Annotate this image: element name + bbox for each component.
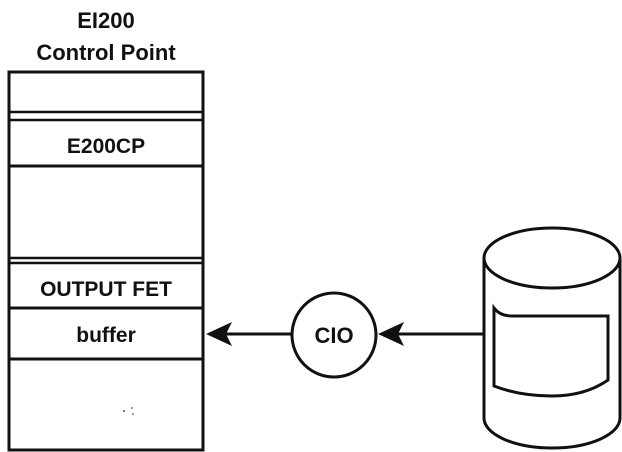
cio-circle — [290, 291, 378, 379]
arrowhead-icon — [206, 322, 232, 346]
section-label-output-fet: OUTPUT FET — [40, 278, 172, 301]
scan-speck — [132, 413, 134, 415]
cylinder-label-window — [492, 303, 610, 398]
arrowhead-icon — [378, 322, 404, 346]
memory-block-outline — [7, 70, 205, 452]
title-line-1: EI200 — [77, 8, 135, 33]
arrow-disk-to-cio — [378, 322, 484, 346]
section-label-e200cp: E200CP — [67, 135, 145, 158]
section-dividers — [9, 110, 203, 361]
section-label-buffer: buffer — [76, 324, 136, 347]
arrow-cio-to-buffer — [206, 322, 292, 346]
cio-label: CIO — [314, 323, 353, 348]
scan-speck — [131, 407, 133, 409]
scan-speck — [123, 410, 125, 412]
cio-node: CIO — [290, 291, 378, 379]
title-line-2: Control Point — [36, 40, 176, 65]
disk-cylinder-icon — [482, 226, 622, 450]
cylinder-body — [482, 258, 622, 450]
cylinder-top — [482, 226, 622, 290]
memory-block: E200CP OUTPUT FET buffer — [7, 70, 205, 452]
